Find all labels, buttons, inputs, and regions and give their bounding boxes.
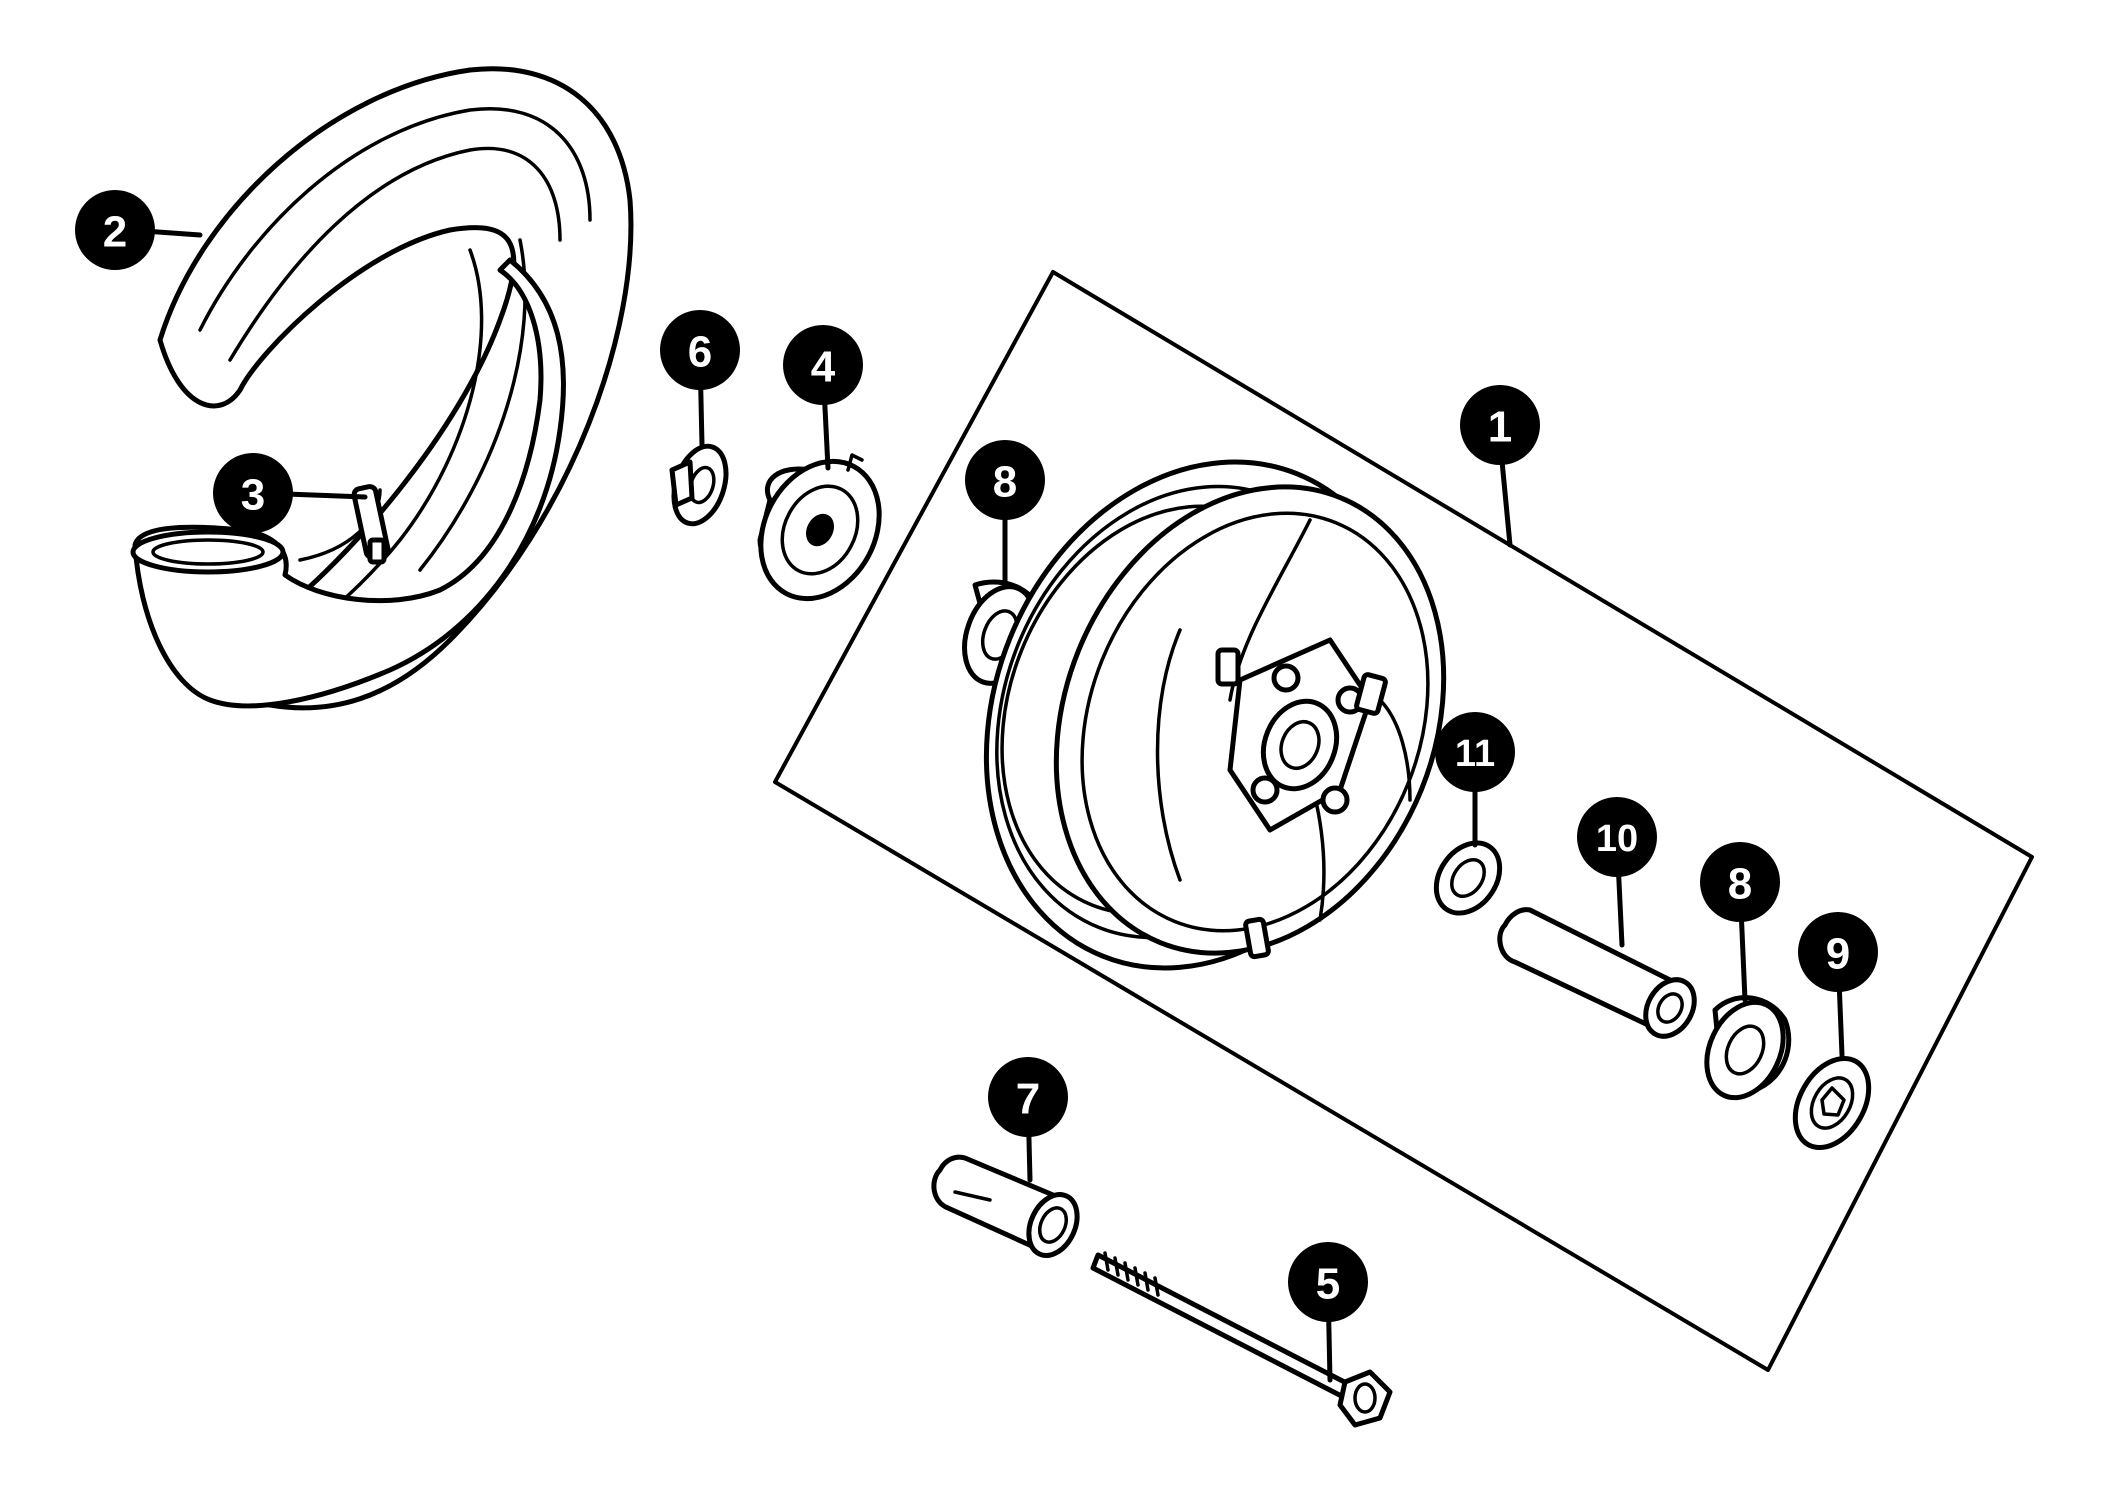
callout-label-8-left: 8 (993, 458, 1017, 507)
callout-label-10: 10 (1596, 818, 1638, 860)
callout-11 (1435, 712, 1515, 792)
callout-label-7: 7 (1016, 1075, 1040, 1124)
callout-label-1: 1 (1488, 403, 1512, 452)
callout-label-11: 11 (1455, 733, 1495, 775)
callout-label-5: 5 (1316, 1260, 1340, 1309)
callout-4 (783, 325, 863, 405)
callout-1 (1460, 385, 1540, 465)
callout-9 (1798, 912, 1878, 992)
callout-5 (1288, 1242, 1368, 1322)
callout-2 (75, 190, 155, 270)
callout-8-left (965, 440, 1045, 520)
callout-10 (1577, 797, 1657, 877)
inner-tube-part (130, 257, 566, 709)
callout-label-2: 2 (103, 208, 127, 257)
callout-8-right (1700, 842, 1780, 922)
callout-6 (660, 310, 740, 390)
callout-label-6: 6 (688, 328, 712, 377)
wheel-rim-part (983, 459, 1447, 971)
axle-nut-part (1792, 1055, 1872, 1151)
callout-label-3: 3 (241, 471, 265, 520)
speedometer-drive-part (757, 453, 882, 602)
dust-cap-part (669, 443, 729, 527)
spacer-sleeve-part (931, 1154, 1080, 1258)
callout-label-9: 9 (1826, 930, 1850, 979)
callout-label-4: 4 (811, 343, 836, 392)
bearing-right-part (1704, 995, 1792, 1101)
callout-7 (988, 1057, 1068, 1137)
callout-label-8-right: 8 (1728, 860, 1752, 909)
callout-3 (213, 453, 293, 533)
oil-seal-part (1433, 840, 1503, 916)
wheel-group-frame (773, 270, 2034, 1372)
spacer-tube-part (1497, 907, 1697, 1039)
axle-bolt-part (1090, 1251, 1393, 1428)
